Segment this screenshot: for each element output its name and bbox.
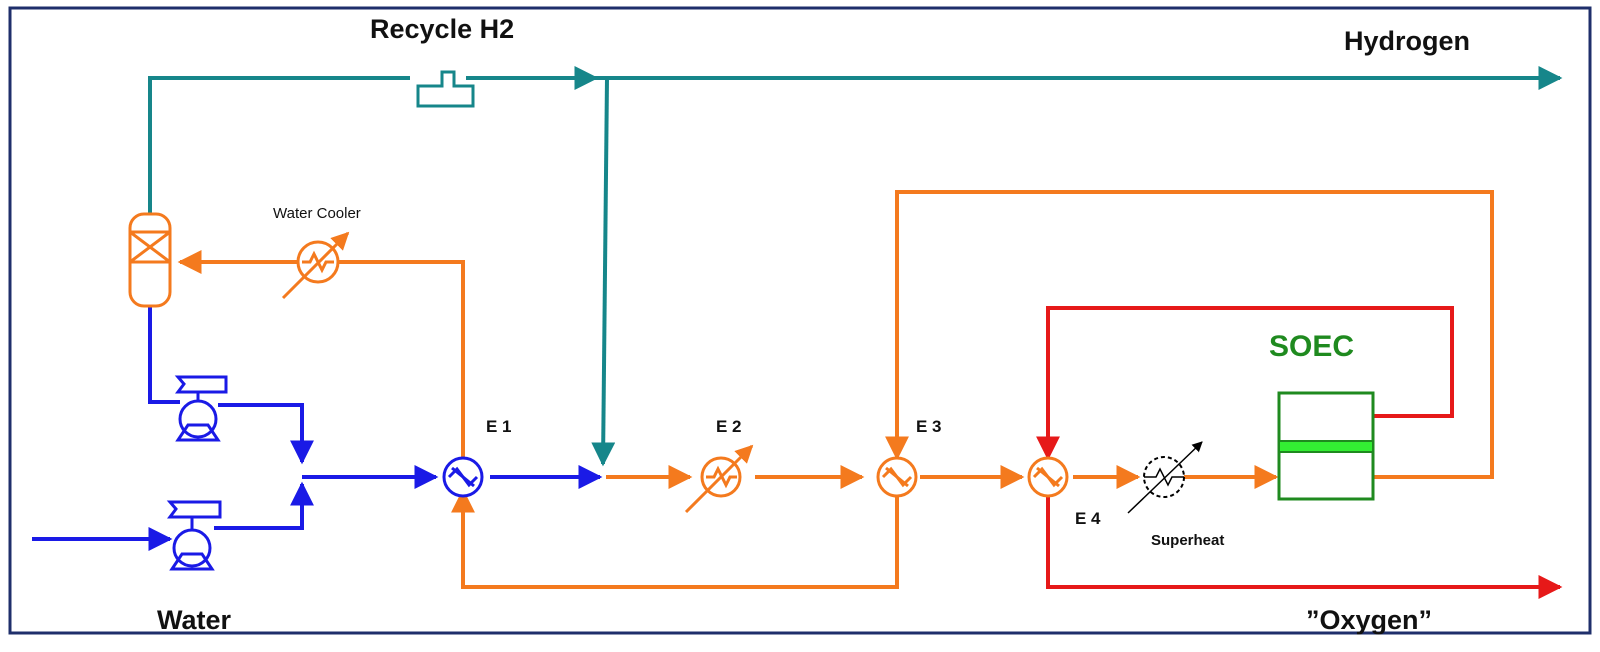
superheat-label: Superheat — [1151, 532, 1224, 549]
separator-vessel-icon — [128, 212, 172, 308]
heater-icon — [1127, 441, 1203, 514]
cooler-icon — [684, 444, 754, 514]
oxygen-label: ”Oxygen” — [1306, 605, 1432, 635]
e4-label: E 4 — [1075, 509, 1101, 528]
hydrogen-lines — [148, 66, 1563, 467]
cooler-icon — [281, 231, 350, 300]
heat-exchanger-icon — [1027, 456, 1069, 498]
oxygen-lines — [1036, 306, 1563, 599]
compressor-icon — [416, 70, 475, 108]
water-lines — [32, 305, 603, 551]
e2-label: E 2 — [716, 417, 742, 436]
e3-label: E 3 — [916, 417, 942, 436]
heat-exchanger-icon — [442, 456, 484, 498]
soec-label: SOEC — [1269, 330, 1354, 363]
pump-icon — [166, 500, 222, 571]
recycle-h2-label: Recycle H2 — [370, 14, 514, 44]
water-cooler-label: Water Cooler — [273, 205, 361, 222]
e1-label: E 1 — [486, 417, 512, 436]
electrolyzer-stack-icon — [1277, 391, 1375, 501]
pump-icon — [174, 375, 228, 442]
hydrogen-label: Hydrogen — [1344, 26, 1470, 56]
heat-exchanger-icon — [876, 456, 918, 498]
diagram-border — [8, 6, 1592, 635]
water-label: Water — [157, 605, 232, 635]
process-lines — [177, 190, 1494, 589]
